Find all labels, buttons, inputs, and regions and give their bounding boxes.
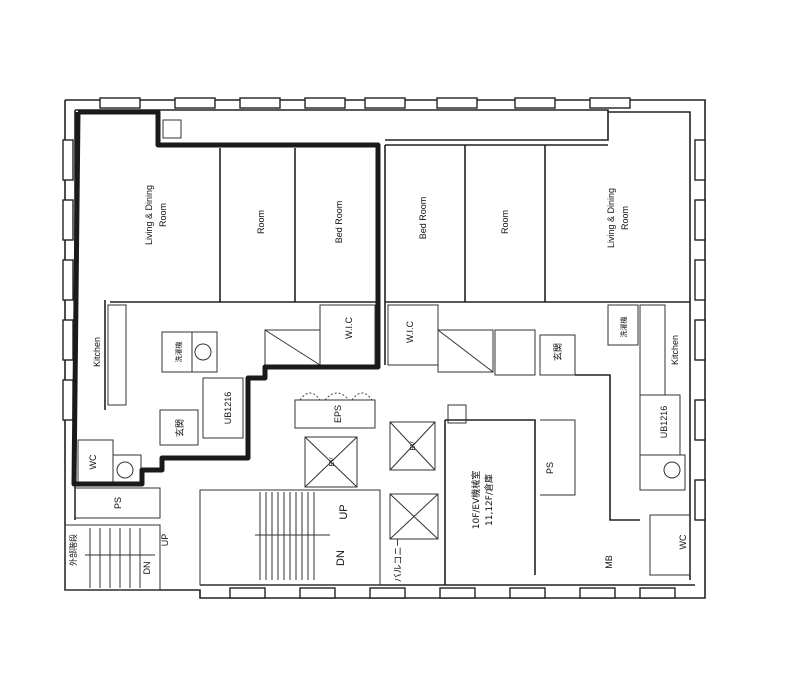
label-right-bedroom: Bed Room — [418, 197, 428, 240]
label-left-ps: PS — [113, 497, 123, 509]
stairs — [255, 492, 330, 580]
label-ev2: EV — [410, 441, 417, 451]
label-right-entrance: 玄関 — [552, 343, 564, 361]
label-left-wc: WC — [88, 454, 98, 469]
label-left-wic: W.I.C — [344, 317, 354, 339]
unit-outline — [71, 109, 381, 487]
label-left-living: Living & Dining — [144, 185, 154, 245]
label-left-kitchen: Kitchen — [92, 337, 102, 367]
label-ext-dn: DN — [142, 562, 152, 575]
label-right-laundry: 洗濯機 — [619, 317, 628, 338]
label-left-living-room: Room — [158, 203, 168, 227]
label-mb: MB — [604, 555, 614, 569]
label-stair-up: UP — [338, 504, 350, 519]
label-ev1: EV — [329, 457, 336, 467]
label-ext-stairs: 外部階段 — [68, 534, 78, 566]
label-right-living-room: Room — [620, 206, 630, 230]
label-stair-dn: DN — [335, 550, 347, 566]
label-ext-up: UP — [160, 534, 170, 547]
label-right-kitchen: Kitchen — [670, 335, 680, 365]
core — [64, 392, 576, 591]
label-left-room: Room — [256, 210, 266, 234]
label-left-bedroom: Bed Room — [334, 201, 344, 244]
external-stairs — [64, 524, 161, 591]
label-right-living: Living & Dining — [606, 188, 616, 248]
label-left-laundry: 洗濯機 — [174, 342, 183, 363]
windows — [62, 97, 706, 599]
label-core-ps: PS — [545, 462, 555, 474]
label-right-wic: W.I.C — [405, 321, 415, 343]
label-balcony: バルコニー — [393, 538, 404, 583]
label-left-bath: UB1216 — [223, 392, 233, 425]
label-left-entrance: 玄関 — [174, 419, 186, 437]
interior-walls — [74, 144, 691, 576]
label-right-room: Room — [500, 210, 510, 234]
label-eps: EPS — [333, 405, 343, 423]
labels: Living & Dining Room Room Bed Room W.I.C… — [68, 185, 688, 582]
label-right-bath: UB1216 — [659, 406, 669, 439]
label-machine-room-1: 10F/EV機械室 — [470, 471, 482, 530]
label-right-wc: WC — [678, 534, 688, 549]
label-machine-room-2: 11,12F/倉庫 — [483, 474, 495, 526]
